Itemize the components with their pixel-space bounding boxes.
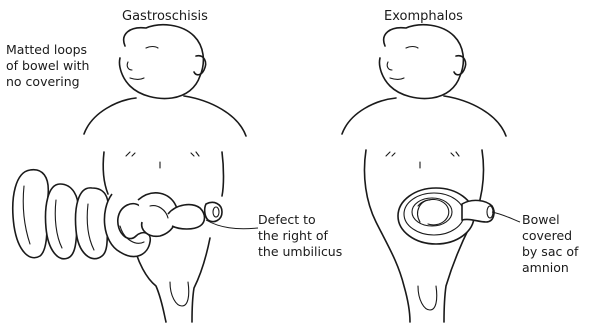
annotation-defect-line-3: the umbilicus	[258, 244, 342, 259]
leader-bowel-sac	[492, 212, 520, 222]
annotation-defect-line-1: Defect to	[258, 212, 316, 227]
matted-bowel-loops	[13, 170, 205, 259]
annotation-bowel-sac-line-4: amnion	[522, 260, 569, 275]
panel-title-gastroschisis: Gastroschisis	[122, 9, 208, 24]
infant-exomphalos	[342, 25, 506, 322]
annotation-bowel-sac-line-1: Bowel	[522, 212, 560, 227]
panel-title-exomphalos: Exomphalos	[384, 9, 463, 24]
annotation-bowel-sac-line-3: by sac of	[522, 244, 578, 259]
annotation-matted-loops-line-3: no covering	[6, 74, 80, 89]
annotation-bowel-sac-line-2: covered	[522, 228, 572, 243]
annotation-matted-loops-line-1: Matted loops	[6, 42, 87, 57]
annotation-matted-loops-line-2: of bowel with	[6, 58, 89, 73]
infant-gastroschisis	[84, 25, 246, 322]
annotation-defect-line-2: the right of	[258, 228, 328, 243]
